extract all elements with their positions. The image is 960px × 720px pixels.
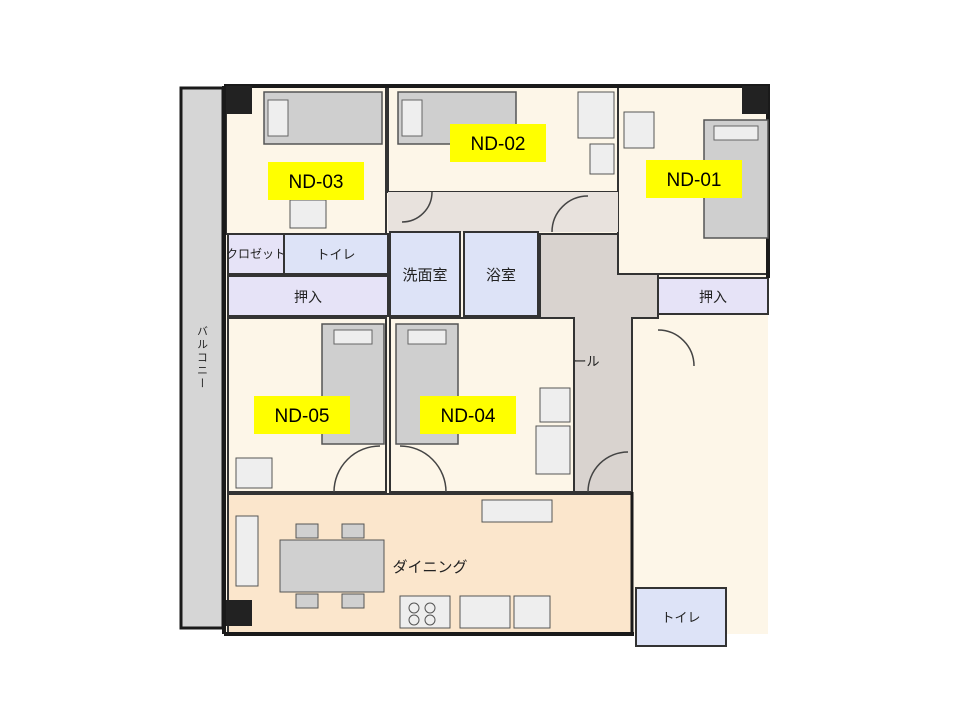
burner-2 [424, 602, 436, 614]
stove [399, 595, 451, 629]
door-arc-hall [587, 451, 629, 493]
column-top-right [742, 86, 768, 114]
bathroom-room [463, 231, 539, 317]
balcony-area [179, 86, 225, 630]
storage-left-label: 押入 [294, 290, 322, 306]
desk-nd03 [289, 199, 327, 229]
tag-nd01: ND-01 [646, 160, 742, 198]
sideboard [235, 515, 259, 587]
storage-right-label: 押入 [699, 290, 727, 306]
chair-2 [341, 523, 365, 539]
door-arc-nd01 [551, 195, 589, 233]
burner-3 [408, 614, 420, 626]
storage-left-room [227, 275, 389, 317]
svg-text:ND-02: ND-02 [471, 134, 526, 155]
svg-text:ND-01: ND-01 [667, 170, 722, 191]
dining-table [279, 539, 385, 593]
bathroom-label: 浴室 [486, 266, 516, 284]
fridge [513, 595, 551, 629]
chair-1 [295, 523, 319, 539]
toilet-upper-room [283, 233, 389, 275]
desk-nd01 [623, 111, 655, 149]
bed-nd03 [263, 91, 383, 145]
corridor-upper [388, 192, 618, 232]
closet-label: クロゼット [226, 247, 286, 261]
balcony-label: バルコニー [196, 326, 209, 391]
svg-text:ND-03: ND-03 [289, 172, 344, 193]
column-top-left [226, 86, 252, 114]
toilet-upper-label: トイレ [316, 248, 355, 263]
door-arc-nd05 [333, 445, 381, 493]
toilet-lower-label: トイレ [661, 611, 700, 626]
door-arc-entry [657, 329, 695, 367]
desk-nd05 [235, 457, 273, 489]
shelf-hall-a [539, 387, 571, 423]
column-bottom-left [226, 600, 252, 626]
burner-1 [408, 602, 420, 614]
shelf-nd02-a [577, 91, 615, 139]
svg-text:ND-04: ND-04 [441, 406, 496, 427]
tag-nd05: ND-05 [254, 396, 350, 434]
dining-label: ダイニング [392, 558, 467, 576]
burner-4 [424, 614, 436, 626]
sink [459, 595, 511, 629]
door-arc-nd04 [399, 445, 447, 493]
tag-nd03: ND-03 [268, 162, 364, 200]
washroom-label: 洗面室 [402, 266, 447, 284]
counter-top [481, 499, 553, 523]
svg-text:ND-05: ND-05 [275, 406, 330, 427]
closet-room [227, 233, 285, 275]
shelf-nd02-b [589, 143, 615, 175]
tag-nd04: ND-04 [420, 396, 516, 434]
washroom-room [389, 231, 461, 317]
door-arc-nd02 [401, 191, 433, 223]
chair-4 [341, 593, 365, 609]
tag-nd02: ND-02 [450, 124, 546, 162]
toilet-lower-room [635, 587, 727, 647]
chair-3 [295, 593, 319, 609]
shelf-hall-b [535, 425, 571, 475]
